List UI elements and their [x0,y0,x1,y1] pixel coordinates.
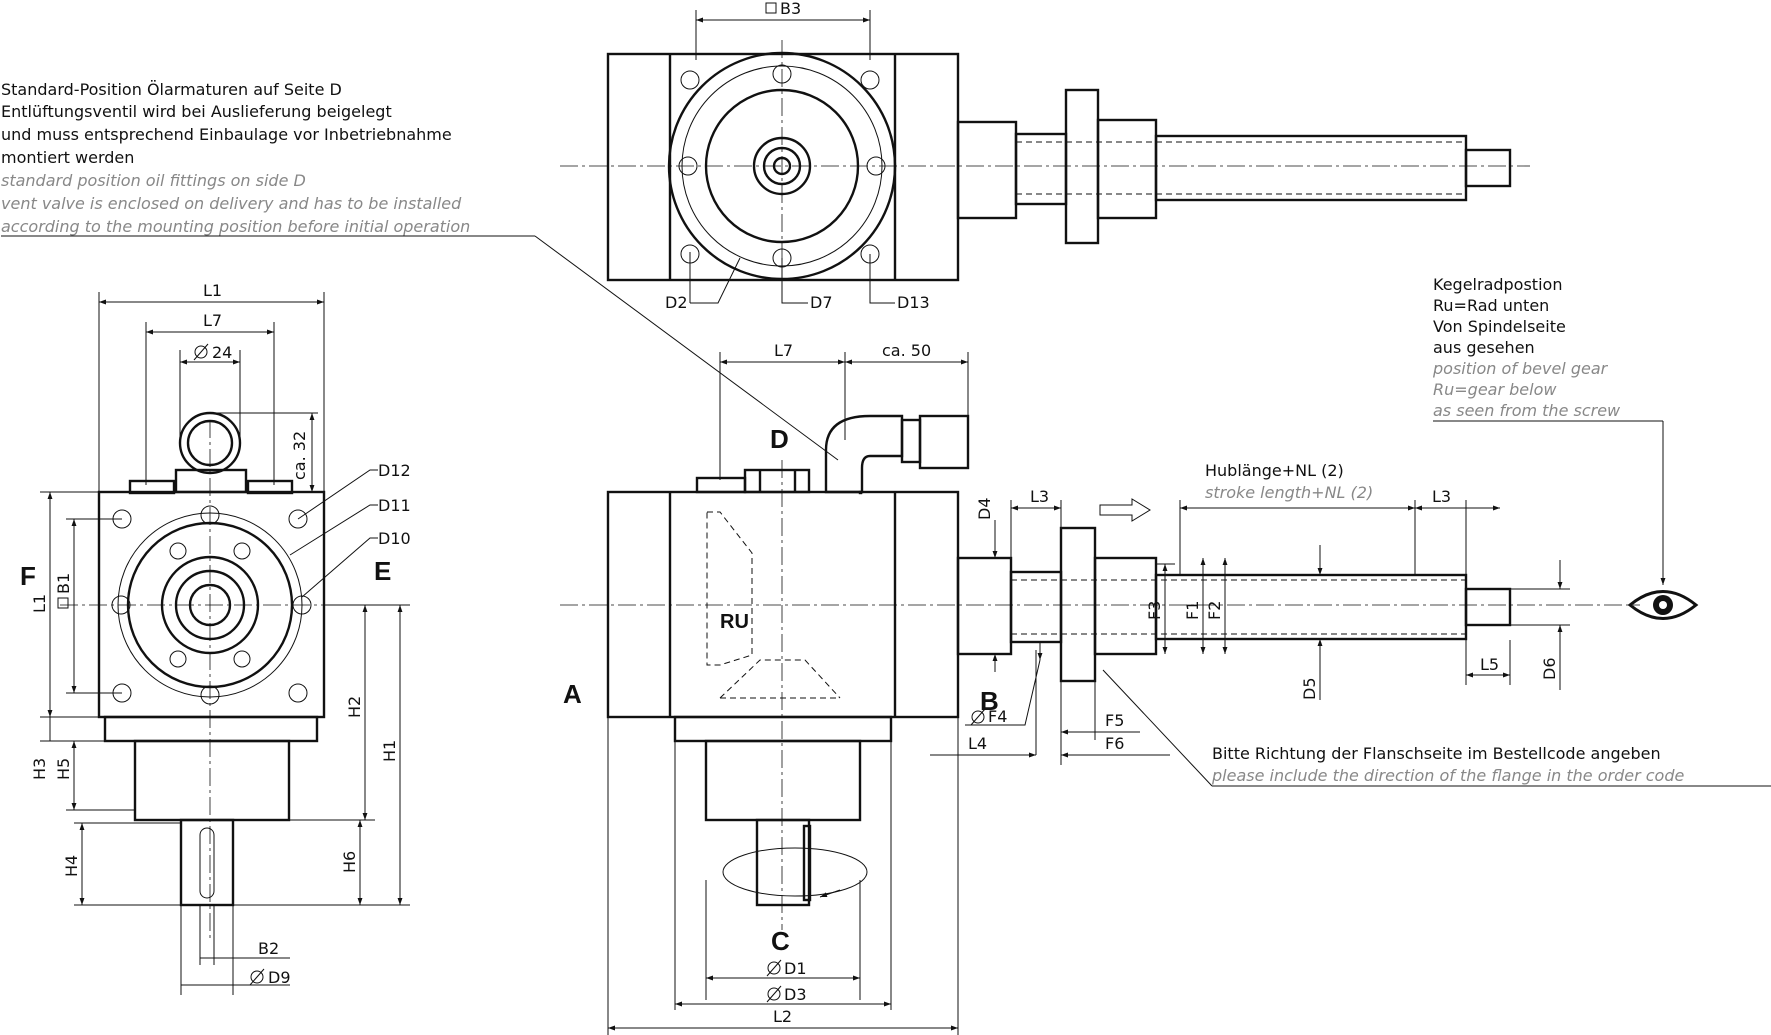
bevel-de-line: aus gesehen [1433,338,1535,357]
side-view: L1 L7 24 ca. 32 D12 D11 D10 L1 B1 H2 H1 … [20,281,411,995]
dim-f2: F2 [1205,601,1224,620]
top-view: B3 D2 D7 D13 [560,0,1530,312]
note-en-line: standard position oil fittings on side D [1,171,306,190]
housing-front [606,490,960,719]
dim-d11: D11 [378,496,411,515]
dim-b2: B2 [258,939,279,958]
note-de-line: Entlüftungsventil wird bei Auslieferung … [1,102,392,121]
dim-d13: D13 [897,293,930,312]
bevel-en-line: as seen from the screw [1433,401,1621,420]
side-b-label: B [980,686,999,716]
dim-d4: D4 [975,498,994,521]
dim-f1: F1 [1183,601,1202,620]
dim-d9: D9 [268,968,291,987]
stroke-note-en: stroke length+NL (2) [1205,483,1373,502]
dim-f3: F3 [1145,601,1164,620]
dim-l3: L3 [1030,487,1049,506]
dim-h5: H5 [54,758,73,780]
dim-h2: H2 [345,696,364,718]
rotation-arrow-icon [819,889,841,898]
dim-d5: D5 [1300,678,1319,701]
dim-d6: D6 [1540,658,1559,681]
dim-h6: H6 [340,851,359,873]
bevel-de-line: Kegelradpostion [1433,275,1562,294]
flange-note: Bitte Richtung der Flanschseite im Beste… [1102,669,1771,787]
note-en-line: vent valve is enclosed on delivery and h… [1,194,462,213]
bevel-gear-note: Kegelradpostion Ru=Rad unten Von Spindel… [1432,275,1666,585]
side-e-label: E [374,556,391,586]
dim-l2: L2 [773,1007,792,1026]
dim-b3: B3 [780,0,801,18]
dim-f6: F6 [1105,734,1124,753]
dim-l1-vertical: L1 [30,594,49,613]
bevel-ru-label: RU [720,611,749,633]
oil-fittings-note: Standard-Position Ölarmaturen auf Seite … [1,80,839,461]
dim-h4: H4 [62,855,81,877]
eye-icon [1627,590,1699,620]
dim-ca50: ca. 50 [882,341,931,360]
side-d-label: D [770,424,789,454]
dim-d2: D2 [665,293,688,312]
stroke-note-de: Hublänge+NL (2) [1205,461,1344,480]
dim-h1: H1 [380,740,399,762]
housing-side [97,490,326,719]
dim-l1: L1 [203,281,222,300]
dim-f5: F5 [1105,711,1124,730]
flange-note-de: Bitte Richtung der Flanschseite im Beste… [1212,744,1661,763]
bevel-de-line: Von Spindelseite [1433,317,1566,336]
dim-f4: F4 [988,707,1007,726]
bevel-en-line: position of bevel gear [1432,359,1609,378]
side-a-label: A [563,679,582,709]
note-de-line: montiert werden [1,148,134,167]
dim-l7: L7 [203,311,222,330]
note-de-line: Standard-Position Ölarmaturen auf Seite … [1,80,342,99]
dim-d7: D7 [810,293,833,312]
dim-d12: D12 [378,461,411,480]
flange-note-en: please include the direction of the flan… [1211,766,1684,785]
dim-d10: D10 [378,529,411,548]
dim-d1: D1 [784,959,807,978]
housing-top [606,52,960,282]
dim-l4: L4 [968,734,987,753]
bevel-en-line: Ru=gear below [1433,380,1557,399]
dim-h3: H3 [30,758,49,780]
dim-d3: D3 [784,985,807,1004]
dim-24: 24 [212,343,232,362]
side-c-label: C [771,926,790,956]
note-de-line: und muss entsprechend Einbaulage vor Inb… [1,125,452,144]
direction-arrow-icon [1099,498,1151,522]
note-en-line: according to the mounting position befor… [1,217,470,236]
dim-b1: B1 [54,573,73,594]
front-view: RU L7 [560,341,1699,1035]
dim-l7-front: L7 [774,341,793,360]
dim-ca32: ca. 32 [290,431,309,480]
dim-l3-right: L3 [1432,487,1451,506]
side-f-label: F [20,561,36,591]
bevel-de-line: Ru=Rad unten [1433,296,1549,315]
dim-l5: L5 [1480,655,1499,674]
